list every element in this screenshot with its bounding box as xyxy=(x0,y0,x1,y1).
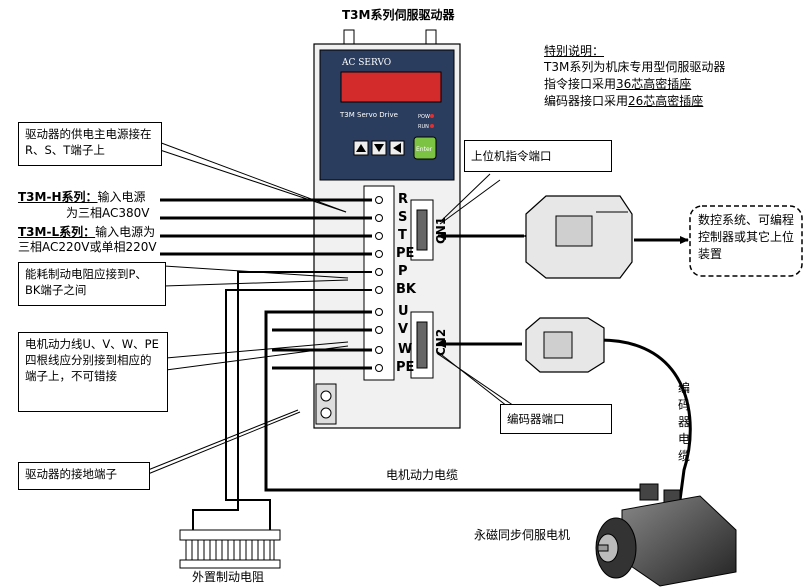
note-line-1: T3M系列为机床专用型伺服驱动器 xyxy=(544,60,726,74)
led-pow-label: POW xyxy=(418,114,430,120)
encoder-cable-label: 编码器电缆 xyxy=(678,381,691,463)
servo-drive xyxy=(313,29,461,429)
callout-brake-resistor: 能耗制动电阻应接到P、BK端子之间 xyxy=(18,262,166,306)
motor-label: 永磁同步伺服电机 xyxy=(474,528,571,542)
host-device-box xyxy=(689,205,803,277)
cn1-label: CN1 xyxy=(434,216,448,244)
terminal-pe-motor: PE xyxy=(396,360,415,375)
callout-power-supply: 驱动器的供电主电源接在R、S、T端子上 xyxy=(18,122,162,166)
leader-lines xyxy=(147,137,521,475)
callout-host-port: 上位机指令端口 xyxy=(464,140,612,172)
cn1-plug xyxy=(525,195,633,279)
terminal-pe-input: PE xyxy=(396,246,415,261)
terminal-r: R xyxy=(398,192,409,207)
brake-resistor-wires xyxy=(192,271,372,530)
terminal-w: W xyxy=(398,342,413,357)
power-input-wires xyxy=(160,198,372,256)
encoder-cable-line xyxy=(599,338,692,501)
note-heading: 特别说明： xyxy=(544,44,605,58)
terminal-screws xyxy=(375,196,383,372)
callout-encoder-port: 编码器端口 xyxy=(500,404,612,434)
h-series-line-2: 为三相AC380V xyxy=(66,206,150,220)
drive-brand: AC SERVO xyxy=(342,58,392,68)
l-series-line-2: 三相AC220V或单相220V xyxy=(18,240,157,254)
cn2-plug xyxy=(525,317,605,373)
terminal-v: V xyxy=(398,322,409,337)
terminal-t: T xyxy=(398,228,407,243)
resistor-label: 外置制动电阻 xyxy=(192,570,265,584)
enter-button[interactable]: Enter xyxy=(416,146,433,153)
terminal-s: S xyxy=(398,210,408,225)
drive-model: T3M Servo Drive xyxy=(340,111,398,119)
host-device-label: 数控系统、可编程控制器或其它上位装置 xyxy=(698,213,795,261)
motor-cable-label: 电机动力电缆 xyxy=(386,468,459,482)
motor-power-wires xyxy=(264,310,650,492)
note-line-3: 编码器接口采用26芯高密插座 xyxy=(544,94,704,108)
terminal-u: U xyxy=(398,304,409,319)
note-line-2: 指令接口采用36芯高密插座 xyxy=(544,77,692,91)
terminal-p: P xyxy=(398,264,408,279)
cn2-label: CN2 xyxy=(434,328,448,356)
servo-motor xyxy=(595,483,737,587)
terminal-bk: BK xyxy=(396,282,416,297)
l-series-line-1: T3M-L系列：输入电源为 xyxy=(18,225,156,239)
led-run-label: RUN xyxy=(418,124,429,130)
brake-resistor xyxy=(179,529,281,569)
callout-ground: 驱动器的接地端子 xyxy=(18,462,150,490)
h-series-line-1: T3M-H系列：输入电源 xyxy=(18,190,146,204)
page-title: T3M系列伺服驱动器 xyxy=(342,8,455,22)
callout-motor-lines: 电机动力线U、V、W、PE四根线应分别接到相应的端子上，不可错接 xyxy=(18,332,168,412)
